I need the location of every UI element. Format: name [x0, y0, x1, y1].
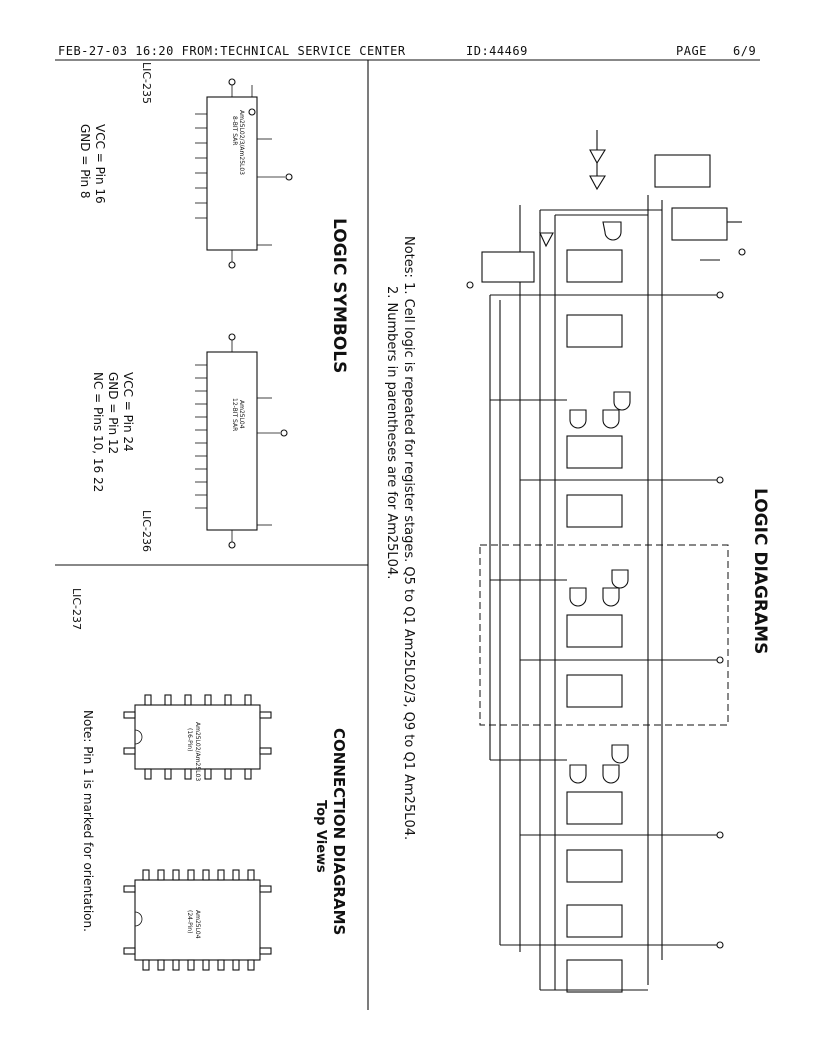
- logic-note-1: Notes: 1. Cell logic is repeated for reg…: [401, 236, 416, 840]
- lic236-gnd: GND = Pin 12: [106, 372, 120, 454]
- dip24-name: Am25L04: [194, 910, 201, 939]
- lic236-label: LIC-236: [140, 510, 153, 552]
- dip16-package: Am25L02/Am25L03 (16-Pin): [123, 694, 272, 781]
- logic-symbols-title: LOGIC SYMBOLS: [329, 218, 349, 373]
- fax-header-left: FEB-27-03 16:20 FROM:TECHNICAL SERVICE C…: [58, 44, 406, 58]
- lic236-vcc: VCC = Pin 24: [121, 372, 135, 452]
- logic-note-2: 2. Numbers in parentheses are for Am25L0…: [384, 286, 399, 579]
- lic235-gnd: GND = Pin 8: [78, 124, 92, 199]
- connection-note: Note: Pin 1 is marked for orientation.: [81, 710, 95, 932]
- lic236-nc: NC = Pins 10, 16 22: [91, 372, 105, 492]
- dip16-pin-count: (16-Pin): [186, 728, 193, 751]
- fax-header-page-number: 6/9: [733, 44, 757, 58]
- sar8-chip-name: Am25L02/3/Am25L03: [238, 110, 245, 175]
- logic-diagram-schematic: [466, 130, 746, 993]
- sar12-symbol: Am25L04 12-BIT SAR: [195, 333, 288, 549]
- sar8-subtitle: 8-BIT SAR: [231, 116, 238, 145]
- fax-header-id: ID:44469: [466, 44, 528, 58]
- connection-diagrams-title: CONNECTION DIAGRAMS: [330, 728, 348, 935]
- connection-diagrams-subtitle: Top Views: [313, 800, 328, 873]
- sar12-subtitle: 12-BIT SAR: [231, 398, 238, 431]
- sar8-symbol: Am25L02/3/Am25L03 8-BIT SAR: [195, 78, 293, 269]
- lic237-label: LIC-237: [70, 588, 83, 630]
- dip16-name: Am25L02/Am25L03: [194, 722, 201, 781]
- dip24-pin-count: (24-Pin): [186, 910, 193, 933]
- fax-header-page-label: PAGE: [676, 44, 707, 58]
- sar12-chip-name: Am25L04: [238, 400, 245, 429]
- lic235-label: LIC-235: [140, 62, 153, 104]
- logic-diagrams-title: LOGIC DIAGRAMS: [750, 488, 770, 654]
- dip24-package: Am25L04 (24-Pin): [123, 869, 272, 971]
- lic235-vcc: VCC = Pin 16: [93, 124, 107, 204]
